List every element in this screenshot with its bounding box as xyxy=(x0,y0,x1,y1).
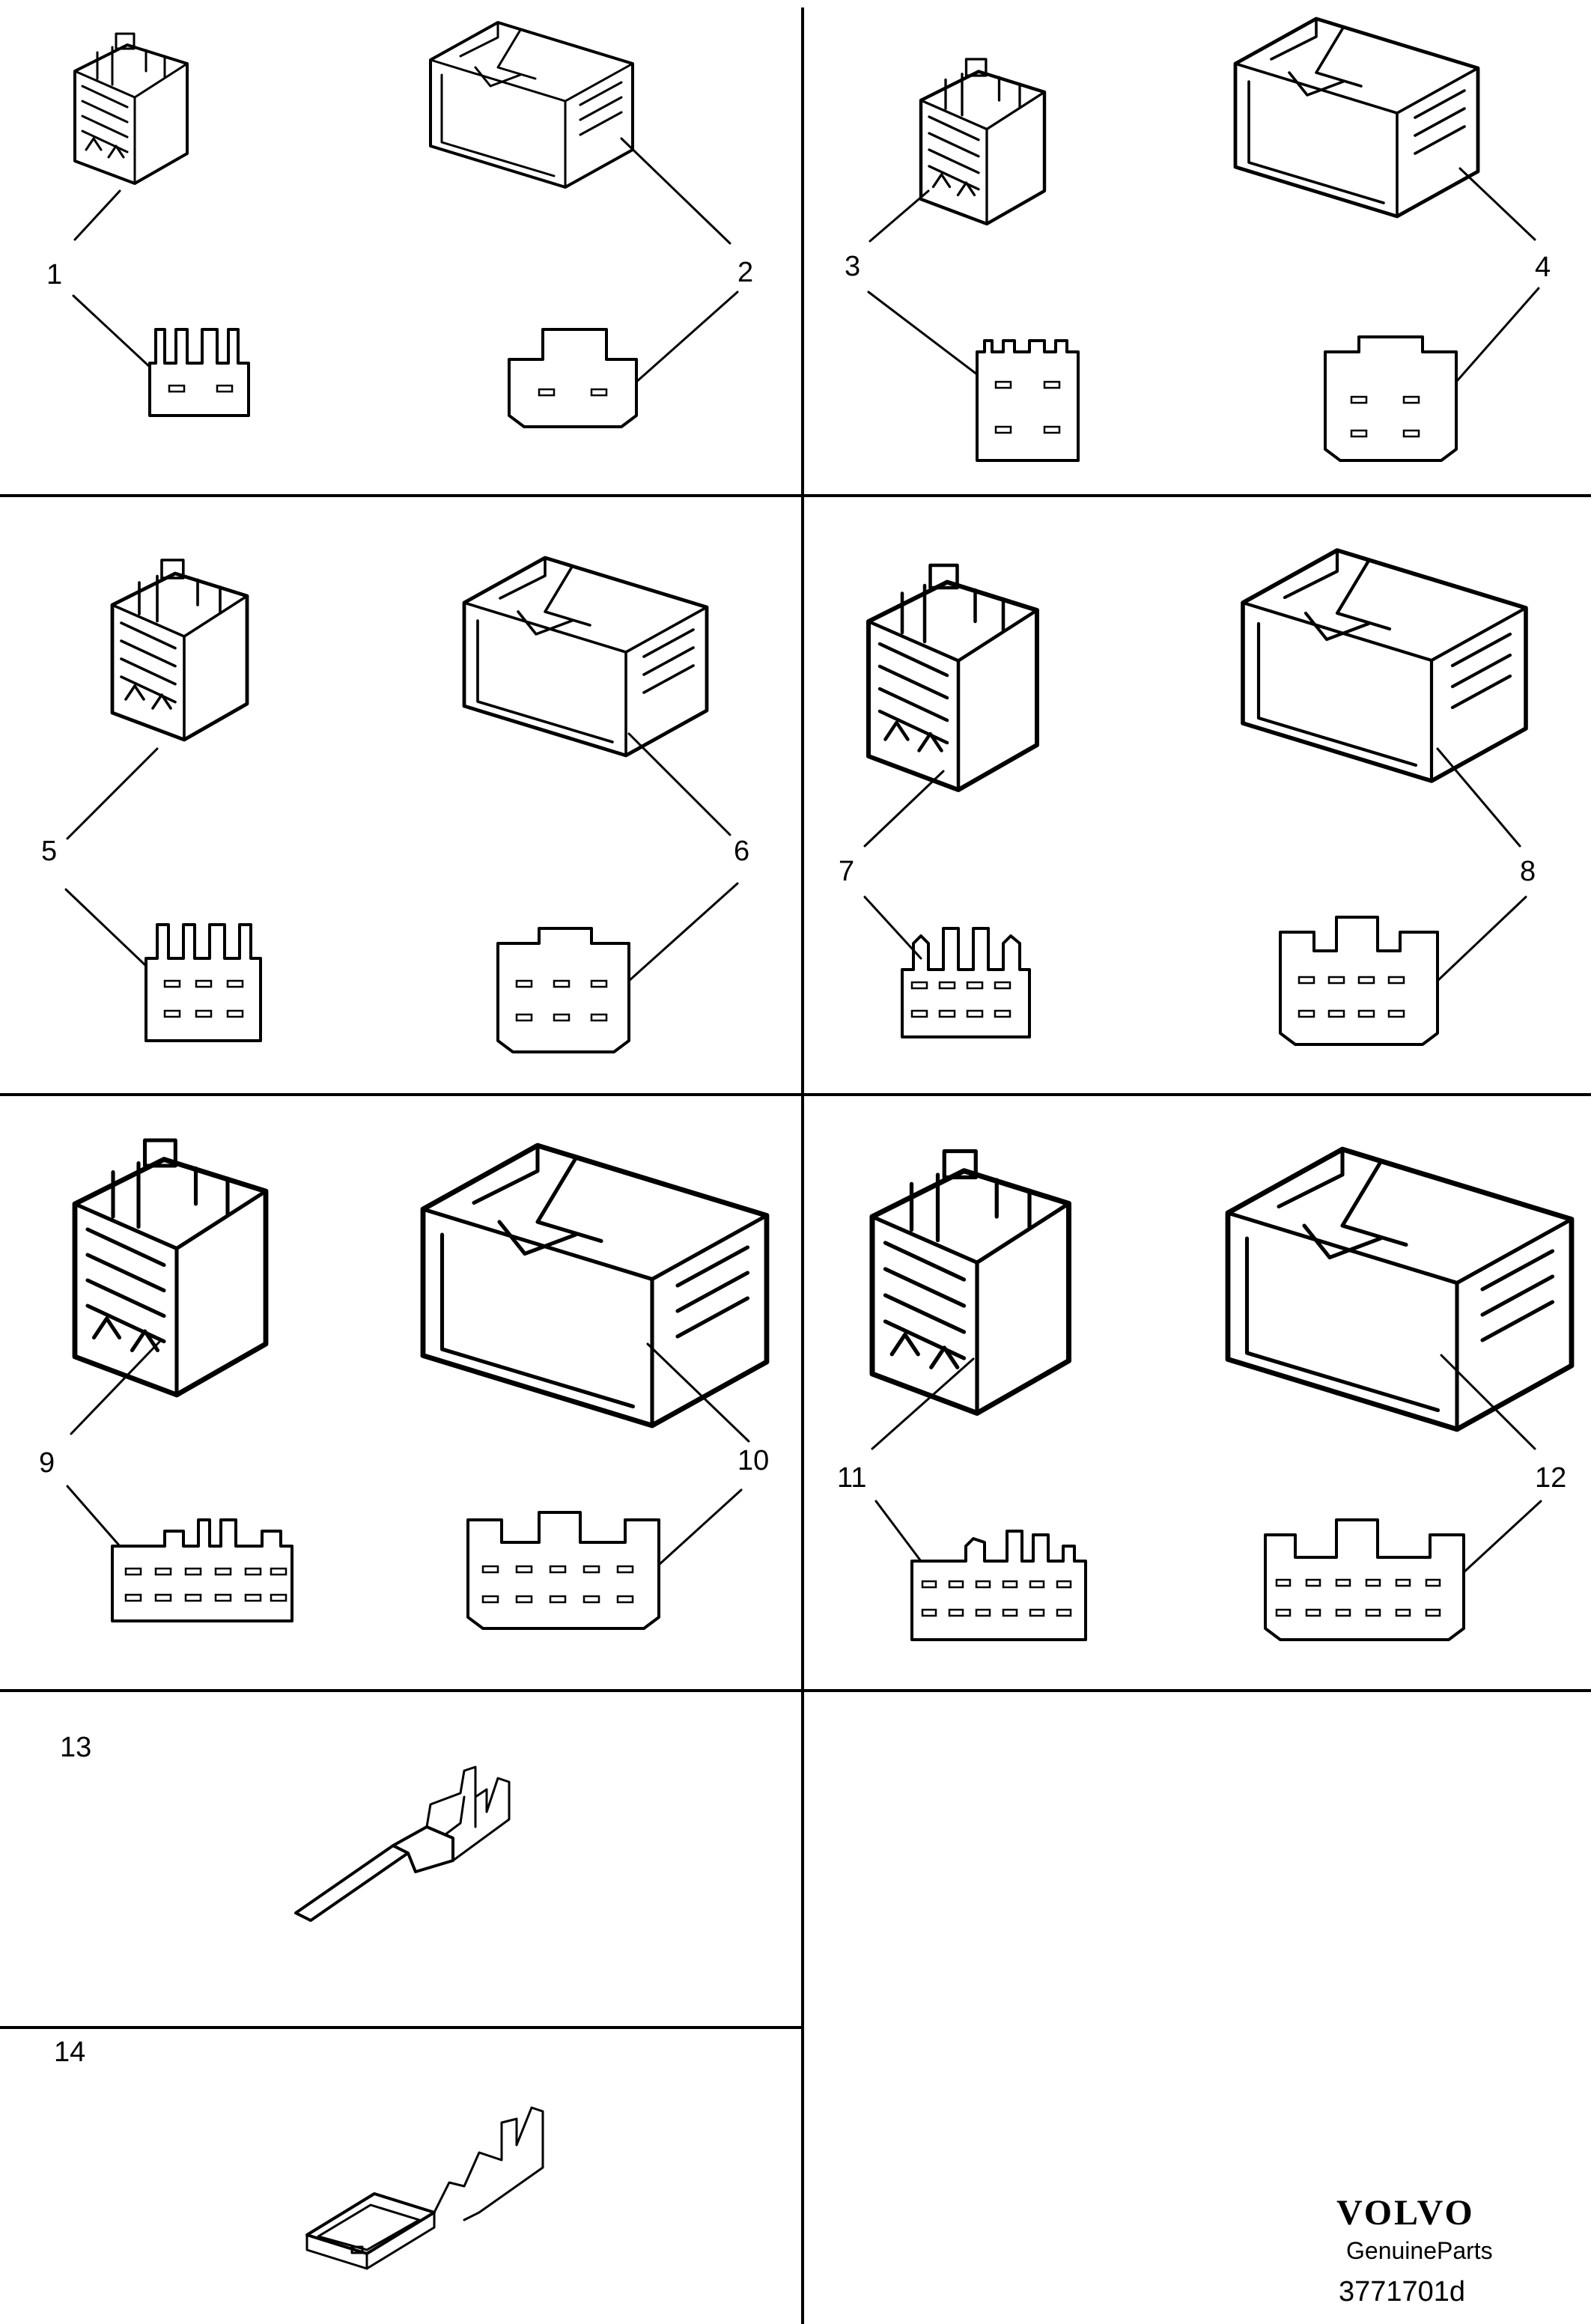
part-14-terminal xyxy=(305,2106,544,2270)
leader-8 xyxy=(1436,747,1527,982)
grid-lines xyxy=(0,7,1591,2324)
part-12-face xyxy=(1264,1518,1465,1641)
callout-5: 5 xyxy=(41,836,58,867)
part-11-housing xyxy=(872,1152,1069,1414)
part-5-face xyxy=(145,923,262,1042)
part-12-housing xyxy=(1228,1149,1572,1429)
leader-7 xyxy=(863,770,945,960)
callout-8: 8 xyxy=(1520,856,1536,887)
part-11-face xyxy=(910,1530,1087,1641)
callout-9: 9 xyxy=(39,1447,55,1479)
callout-7: 7 xyxy=(839,856,855,887)
part-8-face xyxy=(1279,916,1439,1046)
part-4-face xyxy=(1324,335,1458,462)
volvo-logo: VOLVO xyxy=(1336,2193,1475,2233)
callout-2: 2 xyxy=(737,257,754,288)
genuine-parts-label: GenuineParts xyxy=(1346,2237,1493,2264)
callout-4: 4 xyxy=(1535,252,1551,283)
part-8-housing xyxy=(1243,550,1526,781)
part-9-housing xyxy=(75,1140,266,1395)
part-1-face xyxy=(148,328,250,417)
leader-11 xyxy=(871,1357,975,1563)
callout-6: 6 xyxy=(734,836,750,867)
callout-13: 13 xyxy=(60,1732,92,1763)
part-2-face xyxy=(508,328,638,428)
leader-9 xyxy=(66,1339,162,1548)
leader-3 xyxy=(867,189,979,376)
callout-12: 12 xyxy=(1535,1462,1567,1494)
callout-1: 1 xyxy=(46,259,63,290)
callout-3: 3 xyxy=(845,251,861,282)
leader-5 xyxy=(64,747,159,967)
part-10-face xyxy=(466,1511,660,1630)
part-6-housing xyxy=(464,558,707,755)
part-4-housing xyxy=(1235,19,1478,216)
callout-14: 14 xyxy=(54,2036,86,2068)
leader-12 xyxy=(1440,1354,1542,1574)
part-5-housing xyxy=(112,560,247,740)
part-1-housing xyxy=(73,32,189,185)
part-13-terminal xyxy=(294,1765,511,1922)
part-7-housing xyxy=(868,565,1037,790)
drawing-number: 3771701d xyxy=(1339,2276,1466,2308)
leader-1 xyxy=(72,189,151,368)
leader-2 xyxy=(620,137,739,383)
part-6-face xyxy=(496,927,630,1053)
part-3-face xyxy=(976,339,1080,462)
leader-4 xyxy=(1455,167,1540,383)
part-3-housing xyxy=(921,59,1044,224)
callout-11: 11 xyxy=(837,1462,867,1494)
part-9-face xyxy=(111,1518,293,1622)
part-2-housing xyxy=(429,21,634,189)
leader-10 xyxy=(646,1342,750,1566)
callout-10: 10 xyxy=(737,1445,770,1476)
part-10-housing xyxy=(423,1146,767,1426)
part-7-face xyxy=(901,927,1031,1038)
leader-6 xyxy=(627,732,739,982)
